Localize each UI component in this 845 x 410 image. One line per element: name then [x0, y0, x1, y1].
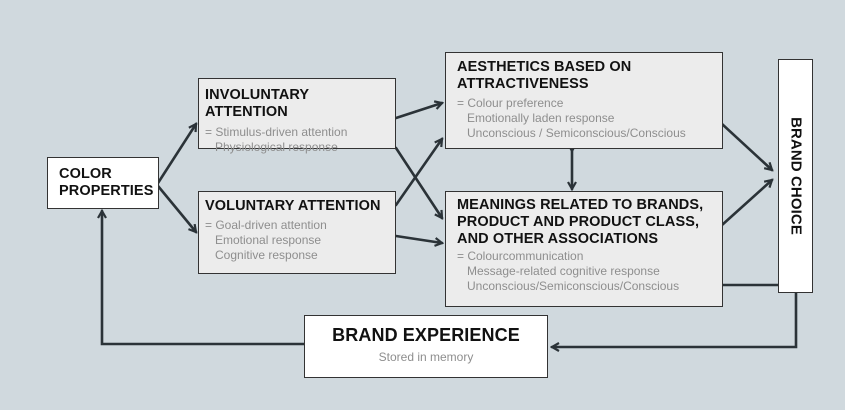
aesthetics-item: = Colour preference — [457, 96, 564, 110]
meanings-box: MEANINGS RELATED TO BRANDS, PRODUCT AND … — [445, 191, 723, 307]
involuntary-attention-title: INVOLUNTARY ATTENTION — [205, 87, 309, 120]
arrow-brand-choice-to-experience — [552, 290, 798, 347]
color-properties-box: COLOR PROPERTIES — [47, 157, 159, 209]
involuntary-attention-box: INVOLUNTARY ATTENTION = Stimulus-driven … — [198, 78, 396, 154]
voluntary-attention-box: VOLUNTARY ATTENTION = Goal-driven attent… — [198, 191, 396, 274]
aesthetics-item: Emotionally laden response — [467, 111, 615, 125]
meanings-item: Message-related cognitive response — [467, 264, 660, 278]
meanings-title-line1: MEANINGS RELATED TO BRANDS, — [457, 197, 704, 213]
aesthetics-item: Unconscious / Semiconscious/Conscious — [467, 126, 686, 140]
meanings-title-line2: PRODUCT AND PRODUCT CLASS, — [457, 214, 700, 230]
meanings-item: Unconscious/Semiconscious/Conscious — [467, 279, 680, 293]
brand-experience-title: BRAND EXPERIENCE — [332, 325, 520, 345]
arrow-aesthetics-to-brand-choice — [720, 122, 772, 170]
voluntary-item: Emotional response — [215, 233, 322, 247]
aesthetics-title-line2: ATTRACTIVENESS — [457, 76, 589, 92]
voluntary-item: Cognitive response — [215, 248, 318, 262]
arrow-color-to-voluntary — [156, 184, 196, 232]
brand-experience-subtitle: Stored in memory — [378, 350, 474, 364]
arrow-involuntary-to-meanings — [394, 146, 444, 218]
involuntary-item: = Stimulus-driven attention — [205, 125, 348, 139]
brand-choice-title: BRAND CHOICE — [787, 117, 804, 235]
meanings-title-line3: AND OTHER ASSOCIATIONS — [457, 231, 659, 247]
brand-experience-box: BRAND EXPERIENCE Stored in memory — [304, 315, 548, 378]
brand-choice-box: BRAND CHOICE — [778, 59, 813, 293]
arrow-involuntary-to-aesthetics — [394, 103, 442, 120]
aesthetics-box: AESTHETICS BASED ON ATTRACTIVENESS = Col… — [445, 52, 723, 149]
arrow-experience-to-color — [102, 211, 306, 346]
aesthetics-title-line1: AESTHETICS BASED ON — [457, 59, 632, 75]
color-properties-title-line2: PROPERTIES — [59, 183, 154, 199]
arrow-voluntary-to-meanings — [394, 234, 442, 243]
meanings-item: = Colourcommunication — [457, 249, 584, 263]
arrow-voluntary-to-aesthetics — [394, 139, 444, 207]
involuntary-item: Physiological response — [215, 140, 338, 154]
arrow-meanings-to-brand-choice — [720, 180, 772, 227]
color-properties-title-line1: COLOR — [59, 166, 112, 182]
arrow-color-to-involuntary — [156, 124, 198, 185]
voluntary-item: = Goal-driven attention — [205, 218, 327, 232]
voluntary-attention-title: VOLUNTARY ATTENTION — [205, 198, 381, 214]
